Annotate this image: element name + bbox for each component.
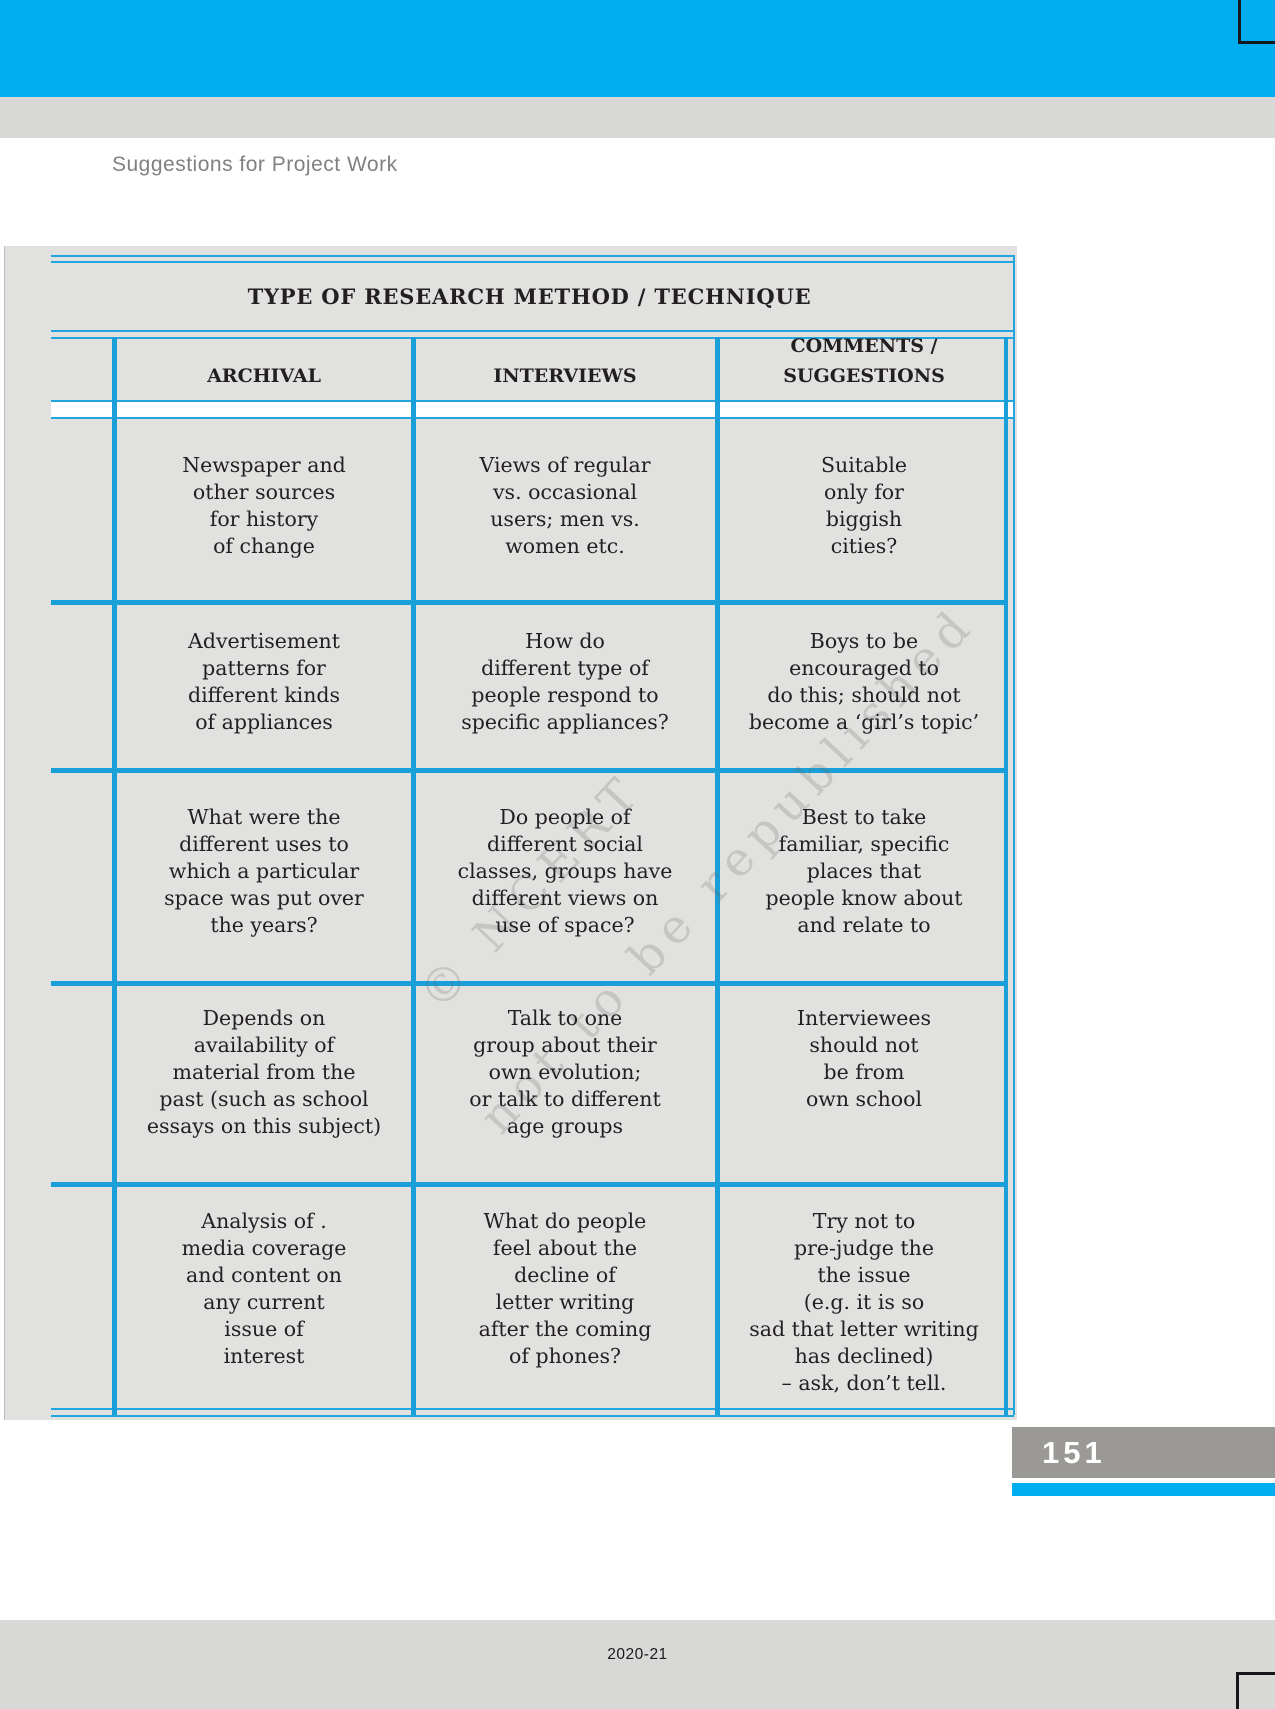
running-header: Suggestions for Project Work — [112, 153, 398, 176]
row-separator — [51, 1182, 1008, 1187]
table-cell-archival-4: Depends on availability of material from… — [146, 1006, 382, 1138]
footer-band — [0, 1620, 1275, 1709]
table-border-line — [51, 330, 1014, 332]
table-cell-comments-4: Interviewees should not be from own scho… — [796, 1006, 932, 1111]
table-cell-archival-5: Analysis of . media coverage and content… — [181, 1209, 347, 1368]
corner-crop-mark-bottom — [1236, 1672, 1275, 1709]
top-cyan-band — [0, 0, 1275, 97]
table-cell-comments-2: Boys to be encouraged to do this; should… — [748, 629, 980, 734]
table-cell-interviews-1: Views of regular vs. occasional users; m… — [479, 453, 651, 558]
column-line — [1004, 337, 1008, 1415]
table-cell-archival-2: Advertisement patterns for different kin… — [187, 629, 341, 734]
table-border-line — [51, 417, 1014, 419]
table-border-line — [51, 1415, 1014, 1417]
column-line — [411, 337, 416, 1415]
table-cell-interviews-5: What do people feel about the decline of… — [478, 1209, 652, 1368]
table-cell-interviews-4: Talk to one group about their own evolut… — [469, 1006, 661, 1138]
page-number-cyan-bar — [1012, 1483, 1275, 1496]
table-outer-line — [1013, 255, 1015, 1415]
footer-year-container: 2020-21 — [0, 1646, 1275, 1670]
table-border-line — [51, 1408, 1014, 1410]
table-background — [4, 246, 1017, 1420]
table-border-line — [51, 400, 1014, 402]
row-separator — [51, 981, 1008, 986]
top-gray-band — [0, 97, 1275, 138]
column-line — [112, 337, 117, 1415]
table-border-line — [51, 255, 1014, 257]
table-cell-archival-1: Newspaper and other sources for history … — [182, 453, 346, 558]
table-cell-interviews-3: Do people of different social classes, g… — [457, 805, 673, 937]
table-cell-interviews-2: How do different type of people respond … — [461, 629, 669, 734]
header-divider-band — [51, 402, 1014, 417]
footer-year: 2020-21 — [607, 1646, 668, 1663]
row-separator — [51, 768, 1008, 773]
table-cell-comments-5: Try not to pre-judge the the issue (e.g.… — [749, 1209, 979, 1395]
table-border-line — [51, 261, 1014, 263]
table-cell-comments-3: Best to take familiar, specific places t… — [765, 805, 963, 937]
column-header-comments: COMMENTS / SUGGESTIONS — [783, 335, 945, 387]
table-title: TYPE OF RESEARCH METHOD / TECHNIQUE — [247, 283, 812, 309]
table-cell-archival-3: What were the different uses to which a … — [164, 805, 364, 937]
column-line — [715, 337, 720, 1415]
corner-crop-mark-top — [1238, 0, 1275, 44]
page-number-badge: 151 — [1012, 1427, 1275, 1478]
page-number: 151 — [1042, 1434, 1106, 1470]
column-header-interviews: INTERVIEWS — [493, 365, 637, 387]
table-cell-comments-1: Suitable only for biggish cities? — [820, 453, 908, 558]
column-header-archival: ARCHIVAL — [207, 365, 321, 387]
table-border-line — [51, 337, 1014, 339]
row-separator — [51, 600, 1008, 605]
